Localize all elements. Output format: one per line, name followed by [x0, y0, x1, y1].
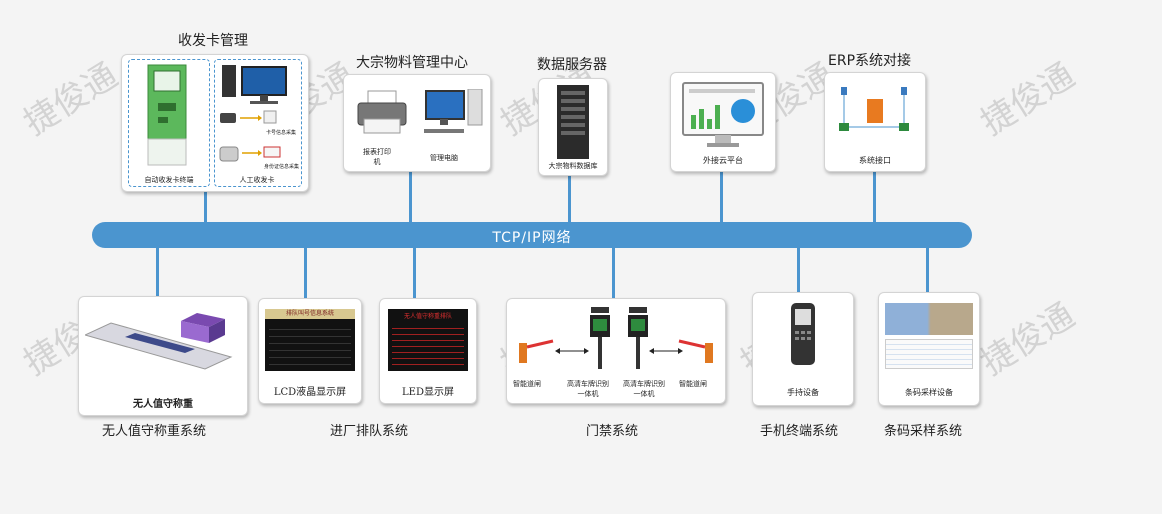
kiosk-icon [147, 64, 187, 166]
barrier-gate-icon [519, 339, 554, 363]
center-panel: 报表打印机 管理电脑 [343, 74, 491, 172]
sampling-panel: 条码采样设备 [878, 292, 980, 406]
led-label: LED显示屏 [402, 387, 454, 398]
cloud-panel: 外接云平台 [670, 72, 776, 172]
plate-camera-icon [590, 307, 610, 369]
card-reader-icon [219, 110, 281, 162]
truck-scale-icon [85, 313, 233, 370]
lcd-panel: 排队叫号信息系统 LCD液晶显示屏 [258, 298, 362, 404]
manual-label: 人工收发卡 [239, 176, 275, 184]
server-title: 数据服务器 [537, 57, 607, 73]
connector-mobile [797, 247, 800, 292]
left-camera-label: 高清车牌识别一体机 [567, 380, 609, 398]
left-barrier-label: 智能道闸 [513, 380, 541, 388]
watermark-10: 捷俊通 [974, 295, 1082, 384]
watermark-5: 捷俊通 [974, 55, 1082, 144]
queue-caption: 进厂排队系统 [330, 424, 409, 439]
handheld-label: 手持设备 [787, 388, 819, 397]
printer-icon [357, 90, 407, 134]
pc-label: 管理电脑 [430, 154, 458, 162]
led-rows [392, 323, 464, 367]
connector-sampling [926, 247, 929, 292]
connector-center [409, 170, 412, 223]
lcd-rows [269, 323, 351, 367]
gate-arrow-left [555, 348, 589, 354]
watermark-1: 捷俊通 [17, 55, 125, 144]
barrier-gate-icon-2 [678, 339, 713, 363]
manual-group [214, 59, 302, 187]
mobile-caption: 手机终端系统 [760, 424, 839, 439]
computer-icon [222, 65, 287, 104]
server-icon [557, 85, 589, 159]
cloud-platform-label: 外接云平台 [703, 156, 743, 165]
connector-cloud [720, 170, 723, 223]
weigh-caption: 无人值守称重系统 [102, 424, 207, 439]
right-barrier-label: 智能道闸 [679, 380, 707, 388]
monitor-dashboard-icon [682, 82, 764, 147]
gate-caption: 门禁系统 [586, 424, 639, 439]
weigh-inner-label: 无人值守称重 [133, 399, 193, 410]
led-panel: 无人值守称重排队 LED显示屏 [379, 298, 477, 404]
card-mgmt-panel: 自动收发卡终端 卡号信息采集 身份证信息采集 人工收发卡 [121, 54, 309, 192]
tcp-ip-network-bus: TCP/IP网络 [92, 222, 972, 248]
connector-gate [612, 247, 615, 299]
id-collect-label: 身份证信息采集 [264, 164, 300, 170]
lcd-label: LCD液晶显示屏 [273, 387, 347, 398]
led-header: 无人值守称重排队 [403, 313, 452, 320]
center-title: 大宗物料管理中心 [356, 55, 468, 71]
server-panel: 大宗物料数据库 [538, 78, 608, 176]
connector-server [568, 175, 571, 223]
erp-title: ERP系统对接 [828, 53, 912, 69]
gate-panel: 智能道闸 高清车牌识别一体机 高清车牌识别一体机 智能道闸 [506, 298, 726, 404]
self-service-label: 自动收发卡终端 [144, 176, 194, 184]
weigh-panel: 无人值守称重 [78, 296, 248, 416]
ic-collect-label: 卡号信息采集 [266, 130, 297, 136]
sampling-caption: 条码采样系统 [884, 424, 963, 439]
erp-panel: 系统接口 [824, 72, 926, 172]
connector-lcd [304, 247, 307, 299]
card-mgmt-title: 收发卡管理 [178, 33, 248, 49]
led-screen-icon: 无人值守称重排队 [388, 309, 468, 371]
system-interface-label: 系统接口 [859, 156, 891, 165]
sampling-label: 条码采样设备 [905, 388, 953, 397]
printer-label: 报表打印机 [363, 148, 391, 166]
db-label: 大宗物料数据库 [548, 162, 598, 170]
plate-camera-icon-2 [628, 307, 648, 369]
mobile-panel: 手持设备 [752, 292, 854, 406]
sampling-table [885, 339, 973, 369]
sampling-photo-icon [885, 303, 973, 335]
gate-arrow-right [649, 348, 683, 354]
connector-led [413, 247, 416, 299]
right-camera-label: 高清车牌识别一体机 [623, 380, 665, 398]
bus-label: TCP/IP网络 [492, 230, 572, 246]
lcd-screen-icon: 排队叫号信息系统 [265, 309, 355, 371]
connector-weigh [156, 247, 159, 297]
pc-icon [424, 89, 483, 133]
self-service-group [128, 59, 210, 187]
handheld-device-icon [791, 303, 815, 365]
lcd-header: 排队叫号信息系统 [265, 309, 355, 319]
connector-card-mgmt [204, 190, 207, 223]
connector-erp [873, 170, 876, 223]
interface-diagram-icon [839, 87, 909, 131]
